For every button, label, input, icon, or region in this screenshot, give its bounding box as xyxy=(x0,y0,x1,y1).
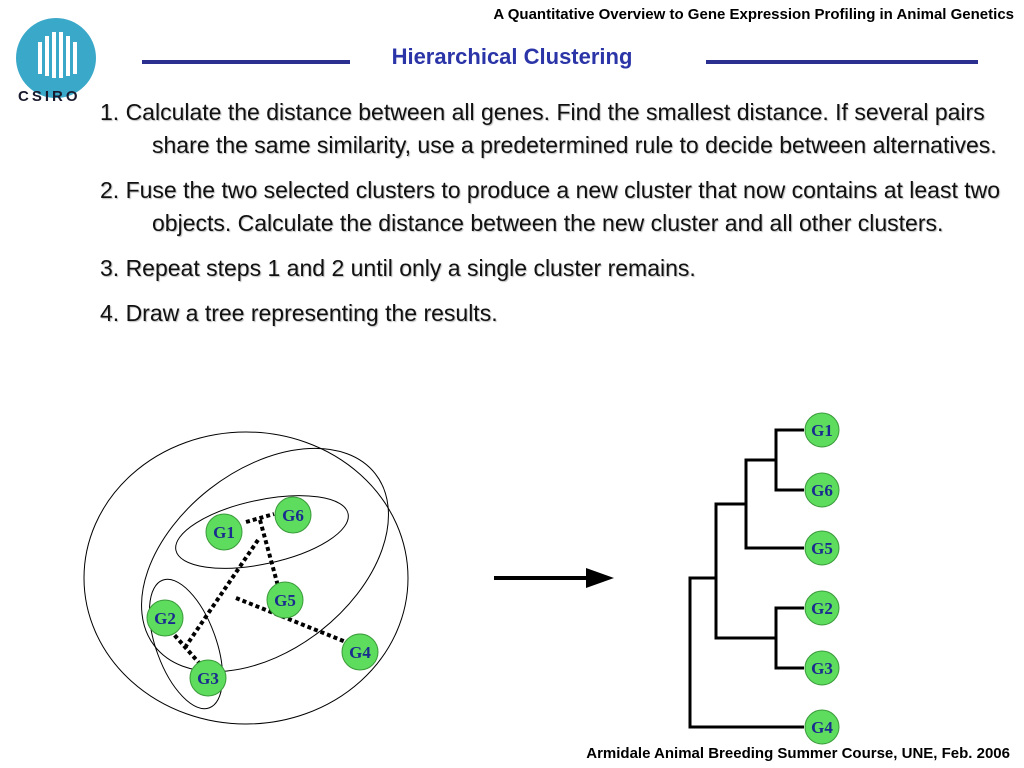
link-g6-g3 xyxy=(184,538,260,648)
cluster-node-g1: G1 xyxy=(205,513,243,551)
leaf-label: G3 xyxy=(811,659,833,678)
cluster-outer-ellipse xyxy=(83,431,409,725)
step-3: 3. Repeat steps 1 and 2 until only a sin… xyxy=(100,255,696,281)
link-g1-g6 xyxy=(245,512,275,524)
slide-title: Hierarchical Clustering xyxy=(391,44,633,69)
cluster-node-g5: G5 xyxy=(266,581,304,619)
leaf-label: G6 xyxy=(811,481,833,500)
leaf-node-g5: G5 xyxy=(804,530,840,566)
leaf-node-g6: G6 xyxy=(804,472,840,508)
step-list: 1. Calculate the distance between all ge… xyxy=(100,96,1010,342)
title-rule-left xyxy=(142,60,350,64)
node-label: G6 xyxy=(282,506,304,525)
node-label: G1 xyxy=(213,523,235,542)
node-label: G2 xyxy=(154,609,176,628)
link-g2-g3 xyxy=(168,628,202,666)
footer-text: Armidale Animal Breeding Summer Course, … xyxy=(586,745,1010,762)
logo-text: CSIRO xyxy=(18,88,81,105)
leaf-node-g1: G1 xyxy=(804,412,840,448)
course-title: A Quantitative Overview to Gene Expressi… xyxy=(493,6,1014,23)
cluster-big-ellipse xyxy=(141,447,389,673)
link-g6-g5 xyxy=(258,519,280,587)
cluster-node-g3: G3 xyxy=(189,659,227,697)
link-g5-g4 xyxy=(235,596,347,644)
csiro-logo-icon xyxy=(16,18,96,98)
leaf-node-g3: G3 xyxy=(804,650,840,686)
cluster-g2-g3-ellipse xyxy=(148,578,224,710)
node-label: G3 xyxy=(197,669,219,688)
arrow-right-icon xyxy=(494,568,614,588)
leaf-node-g2: G2 xyxy=(804,590,840,626)
leaf-label: G2 xyxy=(811,599,833,618)
cluster-node-g4: G4 xyxy=(341,633,379,671)
leaf-label: G4 xyxy=(811,718,833,737)
title-rule-right xyxy=(706,60,978,64)
dendrogram xyxy=(688,428,804,729)
cluster-g1-g6-ellipse xyxy=(175,495,349,569)
cluster-node-g2: G2 xyxy=(146,599,184,637)
node-label: G5 xyxy=(274,591,296,610)
node-label: G4 xyxy=(349,643,371,662)
cluster-node-g6: G6 xyxy=(274,496,312,534)
leaf-node-g4: G4 xyxy=(804,709,840,745)
step-1: 1. Calculate the distance between all ge… xyxy=(100,99,997,158)
leaf-label: G5 xyxy=(811,539,833,558)
leaf-label: G1 xyxy=(811,421,833,440)
step-2: 2. Fuse the two selected clusters to pro… xyxy=(100,177,1001,236)
step-4: 4. Draw a tree representing the results. xyxy=(100,300,498,326)
